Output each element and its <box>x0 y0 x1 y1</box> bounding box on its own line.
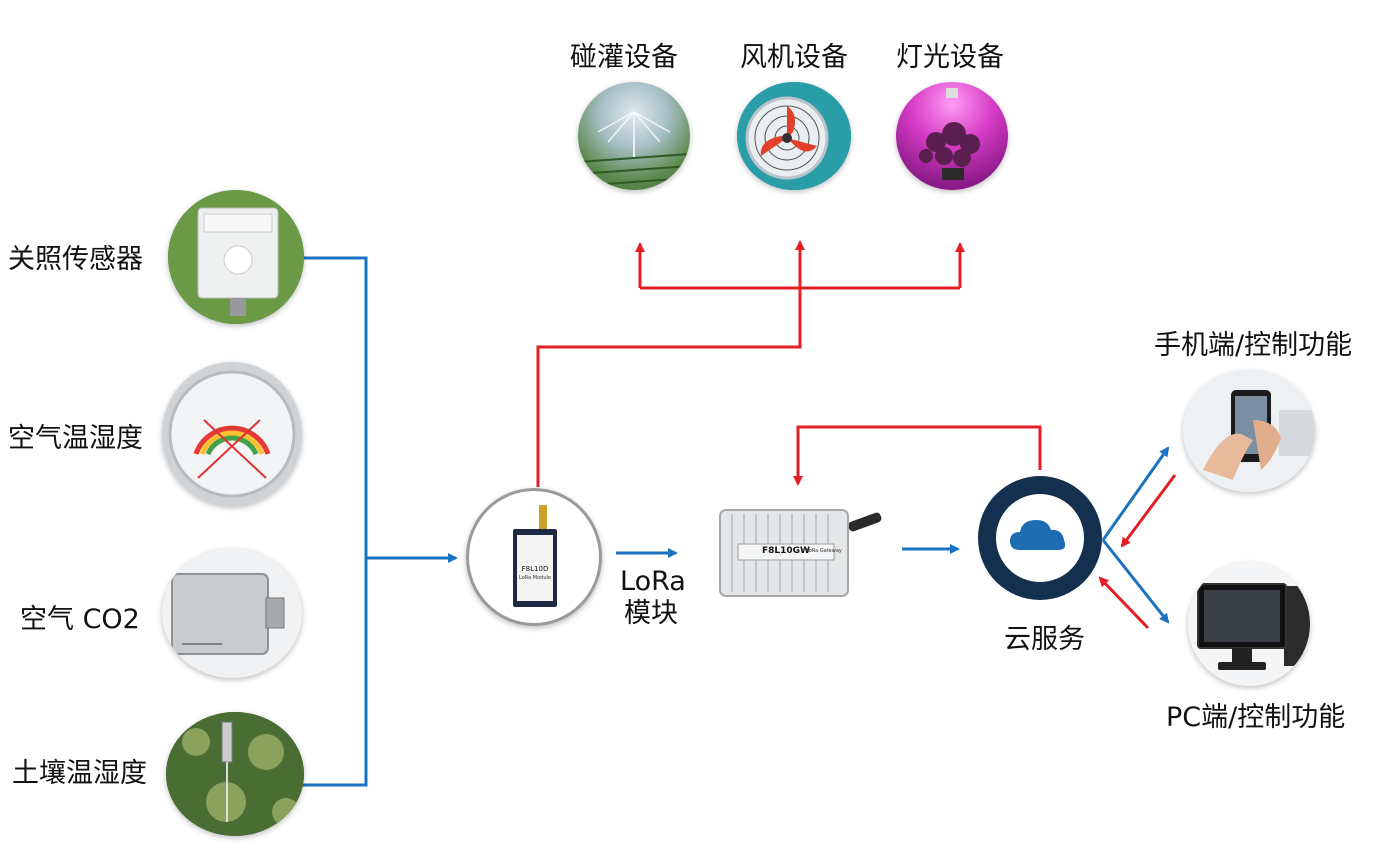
irrigation-icon <box>578 82 690 190</box>
sensor-label-air-humidity: 空气温湿度 <box>8 423 143 454</box>
cloud-icon <box>1010 520 1066 550</box>
device-label-light: 灯光设备 <box>896 42 1004 73</box>
lora-module-label-2: 模块 <box>624 598 678 629</box>
lora-module-label-1: LoRa <box>620 566 686 597</box>
client-label-pc: PC端/控制功能 <box>1166 702 1346 733</box>
sensor-label-co2: 空气 CO2 <box>20 604 140 635</box>
smartphone-icon <box>1183 370 1315 492</box>
lora-chip-sub: LoRa Module <box>519 575 551 581</box>
soil-sensor-icon <box>166 712 304 836</box>
fan-icon <box>737 82 851 190</box>
co2-sensor-icon <box>162 548 302 678</box>
sensor-label-soil: 土壤温湿度 <box>12 758 147 789</box>
light-sensor-icon <box>168 190 304 324</box>
grow-light-icon <box>896 82 1008 190</box>
gateway-model: F8L10GW <box>762 546 810 556</box>
monitor-icon <box>1188 562 1310 686</box>
device-label-fan: 风机设备 <box>740 42 848 73</box>
cloud-service-node <box>978 476 1102 600</box>
lora-module-node: F8L10D LoRa Module <box>466 488 602 626</box>
client-label-mobile: 手机端/控制功能 <box>1154 330 1353 361</box>
lora-chip-icon <box>513 505 557 607</box>
downlink-arrows <box>536 240 1177 630</box>
lora-gateway: F8L10GW LoRa Gateway <box>712 500 882 606</box>
gateway-sub: LoRa Gateway <box>806 548 842 554</box>
cloud-service-label: 云服务 <box>1004 624 1085 655</box>
device-label-irrigation: 碰灌设备 <box>570 42 678 73</box>
sensor-bus-lines <box>302 256 458 787</box>
uplink-arrows <box>616 446 1170 624</box>
sensor-label-light: 关照传感器 <box>8 244 143 275</box>
lora-chip-text: F8L10D <box>521 565 549 573</box>
gateway-icon <box>719 509 882 597</box>
air-humidity-gauge-icon <box>162 362 302 506</box>
